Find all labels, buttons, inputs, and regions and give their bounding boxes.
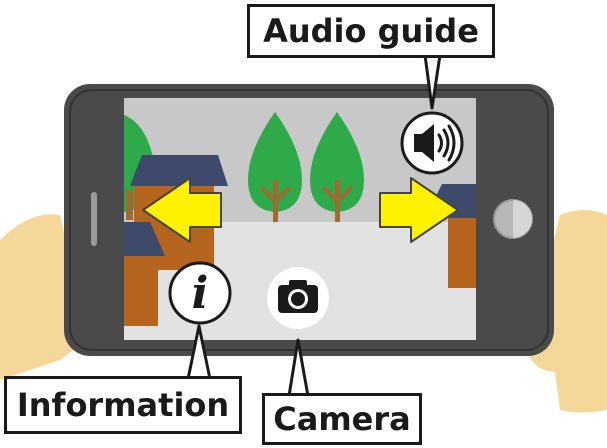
right-hand (515, 210, 607, 413)
arrow-right-icon[interactable] (379, 177, 459, 243)
house-left-front (124, 222, 165, 326)
camera-icon (278, 280, 318, 313)
audio-callout-pointer (423, 54, 442, 110)
arrow-left-icon[interactable] (142, 177, 222, 243)
audio-guide-label: Audio guide (263, 12, 479, 50)
audio-guide-callout: Audio guide (247, 4, 495, 58)
phone-speaker-slot (91, 192, 97, 246)
speaker-icon (414, 124, 456, 162)
information-callout: Information (4, 376, 242, 434)
info-callout-pointer (186, 324, 212, 380)
audio-guide-button[interactable] (400, 111, 464, 175)
tree-right (310, 112, 364, 222)
tree-center (248, 112, 302, 222)
camera-callout: Camera (262, 393, 422, 445)
camera-button[interactable] (267, 267, 329, 329)
info-icon: i (192, 268, 209, 319)
camera-label: Camera (273, 400, 411, 438)
camera-callout-pointer (287, 338, 310, 397)
information-button[interactable]: i (168, 261, 232, 325)
information-label: Information (16, 386, 230, 424)
